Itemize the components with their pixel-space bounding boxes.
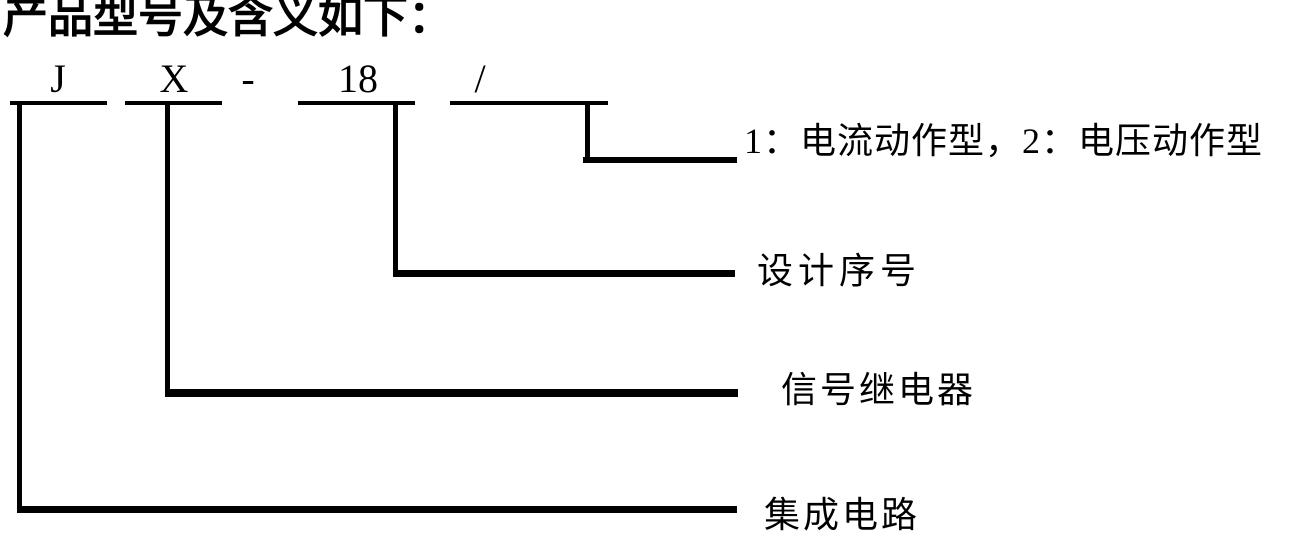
code-part-design-number: 18 [338, 56, 378, 101]
elbow-line-signal-relay [165, 389, 738, 397]
legend-label-action-type: 1：电流动作型，2：电压动作型 [744, 121, 1264, 161]
legend-label-signal-relay: 信号继电器 [781, 370, 977, 410]
code-part-relay-letter: X [159, 56, 189, 101]
underline-relay-letter [125, 101, 222, 105]
drop-line-action-type [585, 101, 590, 163]
page-title: 产品型号及含义如下： [3, 0, 454, 42]
elbow-line-action-type [583, 157, 737, 163]
code-part-slash: / [474, 56, 486, 101]
underline-slash [450, 101, 608, 105]
elbow-line-integrated-circuit [17, 506, 737, 513]
drop-line-signal-relay [165, 101, 170, 397]
code-part-hyphen: - [241, 56, 255, 101]
underline-design-number [298, 101, 415, 105]
legend-label-design-number: 设计序号 [757, 251, 922, 291]
elbow-line-design-number [393, 270, 735, 277]
legend-label-integrated-circuit: 集成电路 [764, 495, 921, 535]
underline-series-letter [10, 101, 107, 105]
drop-line-integrated-circuit [17, 101, 22, 513]
code-part-series-letter: J [50, 56, 66, 101]
drop-line-design-number [393, 101, 398, 277]
